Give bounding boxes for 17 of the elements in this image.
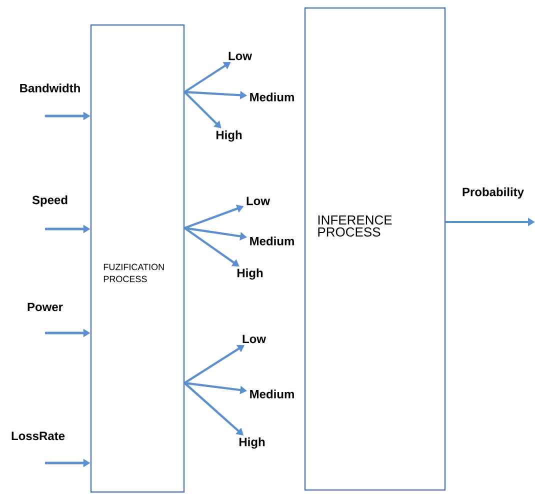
process-box: INFERENCE PROCESS: [304, 7, 446, 491]
output-label: High: [239, 437, 265, 449]
edge-label: Probability: [462, 187, 524, 199]
edge-label: Power: [28, 302, 63, 312]
output-label: Medium: [250, 236, 294, 246]
edge-label: LossRate: [12, 432, 65, 440]
process-box: FUZIFICATION PROCESS: [90, 24, 185, 493]
output-label: Low: [228, 52, 252, 60]
edge-label: Bandwidth: [20, 84, 80, 92]
output-label: High: [237, 268, 263, 280]
arrow: [184, 91, 222, 128]
output-label: Medium: [250, 92, 294, 102]
output-label: Low: [242, 334, 266, 344]
output-label: High: [216, 130, 242, 142]
output-label: Medium: [250, 390, 294, 398]
output-label: Low: [246, 196, 270, 206]
edge-label: Speed: [32, 195, 68, 207]
